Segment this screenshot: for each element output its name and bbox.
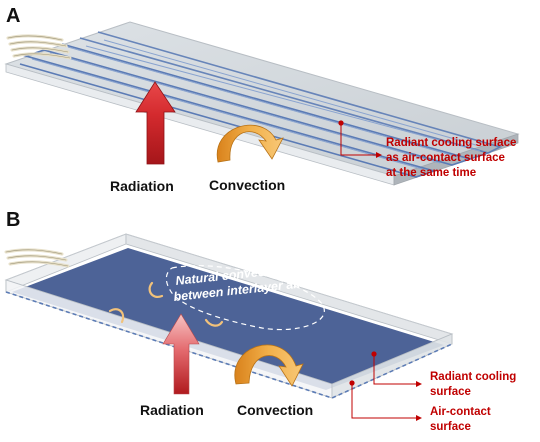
inlet-tubes-b (4, 248, 70, 268)
annotation-a-line-2: as air-contact surface (386, 152, 505, 164)
radiant-surface-line-1: Radiant cooling (430, 371, 516, 383)
serpentine-pipe (19, 31, 503, 178)
annotation-b-aircontact (349, 380, 422, 421)
interlayer-circulation (165, 265, 325, 331)
convection-label-b: Convection (237, 402, 313, 418)
radiation-arrow-b (162, 313, 200, 395)
annotation-a-line-1: Radiant cooling surface (386, 137, 516, 149)
aircontact-surface-line-2: surface (430, 421, 471, 433)
panel-b-label: B (6, 209, 20, 231)
radiant-surface-line-2: surface (430, 386, 471, 398)
convection-arrow-a (216, 124, 284, 163)
annotation-a (338, 120, 382, 158)
aircontact-surface-line-1: Air-contact (430, 406, 491, 418)
small-swirls (108, 281, 224, 327)
panel-b-box (4, 233, 454, 399)
radiant-cooling-face (12, 248, 444, 390)
convection-label-a: Convection (209, 177, 285, 193)
radiation-label-a: Radiation (110, 178, 174, 194)
panel-b: B (4, 209, 516, 433)
radiation-label-b: Radiation (140, 402, 204, 418)
convection-arrow-b (234, 344, 304, 387)
panel-a: A Radiation (4, 5, 520, 194)
annotation-a-line-3: at the same time (386, 167, 476, 179)
radiation-arrow-a (135, 81, 176, 165)
annotation-b-radiant (371, 351, 422, 387)
panel-a-label: A (6, 5, 20, 27)
